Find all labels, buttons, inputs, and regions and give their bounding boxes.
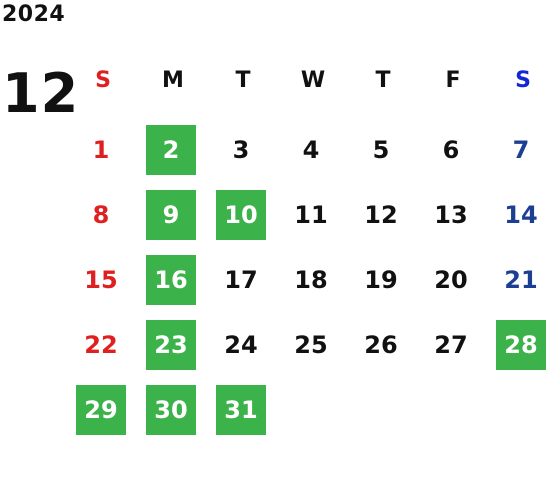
calendar-day-cell: 3 (208, 120, 278, 185)
calendar-day-cell: 7 (488, 120, 548, 185)
day-number: 17 (224, 266, 258, 294)
day-number: 27 (434, 331, 468, 359)
calendar-day-cell: 8 (68, 185, 138, 250)
day-number: 20 (434, 266, 468, 294)
day-number: 4 (302, 136, 320, 164)
day-number: 12 (364, 201, 398, 229)
holiday-day-number: 30 (146, 385, 196, 435)
calendar-day-cell: 24 (208, 315, 278, 380)
weekday-friday: F (445, 68, 461, 93)
day-number: 3 (232, 136, 250, 164)
calendar-day-cell: 30 (138, 380, 208, 445)
day-number: 6 (442, 136, 460, 164)
holiday-day-number: 10 (216, 190, 266, 240)
weekday-monday: M (162, 68, 184, 93)
year-label: 2024 (2, 2, 66, 27)
calendar-day-cell: 15 (68, 250, 138, 315)
calendar-day-cell: 25 (278, 315, 348, 380)
calendar-day-cell: 29 (68, 380, 138, 445)
day-number: 22 (84, 331, 118, 359)
calendar-day-cell: 1 (68, 120, 138, 185)
weekday-thursday: T (375, 68, 391, 93)
weekday-wednesday: W (300, 68, 326, 93)
calendar-day-cell: 22 (68, 315, 138, 380)
calendar-day-cell: 31 (208, 380, 278, 445)
day-number: 8 (92, 201, 110, 229)
calendar-day-cell: 19 (348, 250, 418, 315)
holiday-day-number: 9 (146, 190, 196, 240)
day-number: 14 (504, 201, 538, 229)
holiday-day-number: 2 (146, 125, 196, 175)
calendar-day-cell: 17 (208, 250, 278, 315)
month-number: 12 (2, 62, 80, 125)
day-number: 15 (84, 266, 118, 294)
calendar-day-cell: 6 (418, 120, 488, 185)
holiday-day-number: 31 (216, 385, 266, 435)
day-number: 7 (512, 136, 530, 164)
holiday-day-number: 28 (496, 320, 546, 370)
empty-day-cell (348, 380, 418, 445)
weekday-sunday: S (95, 68, 111, 93)
day-number: 21 (504, 266, 538, 294)
calendar-day-cell: 10 (208, 185, 278, 250)
calendar-day-cell: 16 (138, 250, 208, 315)
calendar-day-cell: 28 (488, 315, 548, 380)
calendar-day-cell: 26 (348, 315, 418, 380)
calendar-day-cell: 21 (488, 250, 548, 315)
holiday-day-number: 23 (146, 320, 196, 370)
day-number: 1 (92, 136, 110, 164)
calendar-day-cell: 23 (138, 315, 208, 380)
calendar-day-cell: 5 (348, 120, 418, 185)
weekday-saturday: S (515, 68, 531, 93)
empty-day-cell (278, 380, 348, 445)
holiday-day-number: 29 (76, 385, 126, 435)
calendar-day-cell: 14 (488, 185, 548, 250)
empty-day-cell (488, 380, 548, 445)
day-number: 18 (294, 266, 328, 294)
day-number: 19 (364, 266, 398, 294)
calendar-day-cell: 2 (138, 120, 208, 185)
weekday-tuesday: T (235, 68, 251, 93)
holiday-day-number: 16 (146, 255, 196, 305)
calendar-day-cell: 4 (278, 120, 348, 185)
calendar-day-cell: 13 (418, 185, 488, 250)
day-number: 24 (224, 331, 258, 359)
calendar-day-cell: 18 (278, 250, 348, 315)
calendar-day-cell: 11 (278, 185, 348, 250)
calendar-day-cell: 20 (418, 250, 488, 315)
day-number: 25 (294, 331, 328, 359)
day-number: 5 (372, 136, 390, 164)
calendar-day-cell: 9 (138, 185, 208, 250)
day-number: 26 (364, 331, 398, 359)
calendar-day-cell: 12 (348, 185, 418, 250)
calendar-day-cell: 27 (418, 315, 488, 380)
day-number: 13 (434, 201, 468, 229)
weekday-header-row: S M T W T F S (68, 60, 548, 102)
empty-day-cell (418, 380, 488, 445)
day-number: 11 (294, 201, 328, 229)
